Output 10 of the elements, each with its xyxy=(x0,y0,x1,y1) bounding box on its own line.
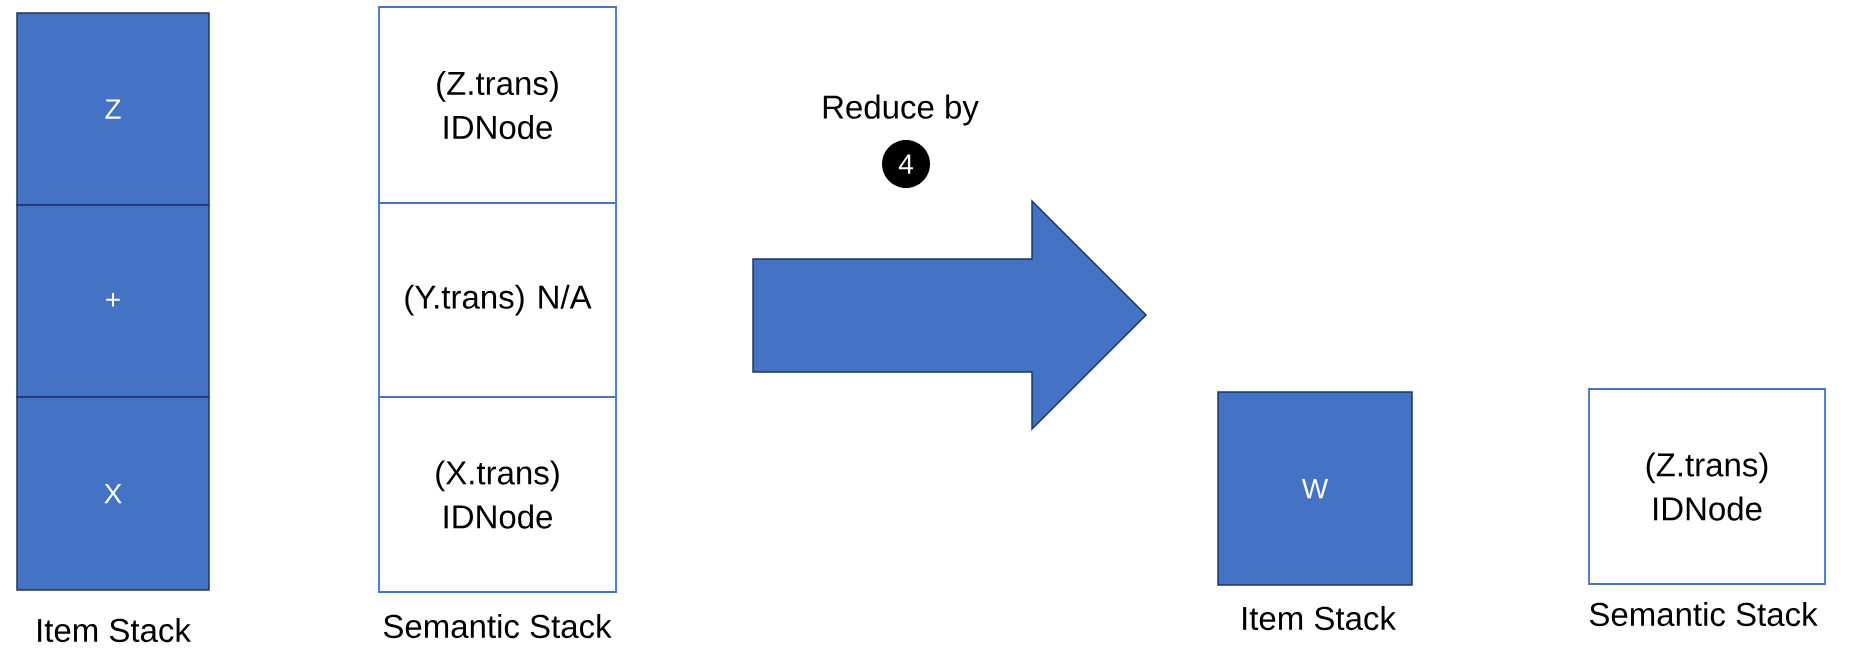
callout-number: 4 xyxy=(882,140,930,188)
arrow-label: Reduce by xyxy=(823,94,979,126)
item-stack-cell: X xyxy=(16,396,210,591)
item-stack-cell: W xyxy=(1217,391,1413,586)
semantic-stack-cell: (Y.trans) N/A xyxy=(378,202,617,398)
item-stack-cell: Z xyxy=(16,12,210,206)
semantic-stack-cell: (X.trans) IDNode xyxy=(378,396,617,593)
semantic-stack-cell: (Z.trans) IDNode xyxy=(378,6,617,204)
item-stack-cell: + xyxy=(16,204,210,398)
semantic-stack-cell: (Z.trans) IDNode xyxy=(1588,388,1826,585)
